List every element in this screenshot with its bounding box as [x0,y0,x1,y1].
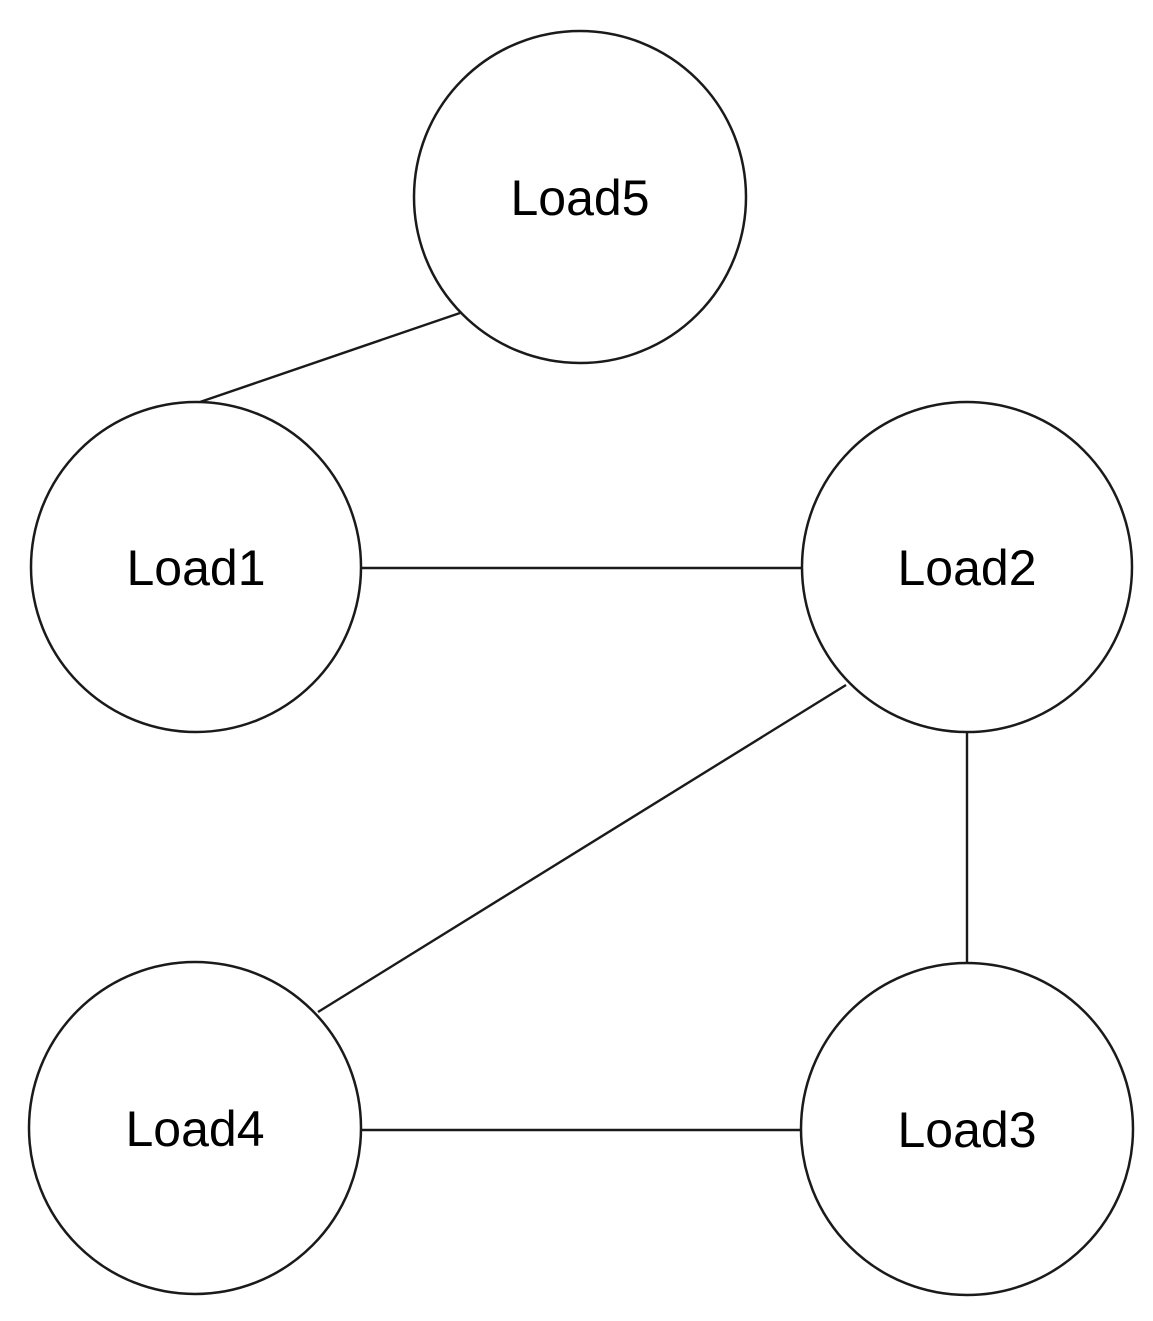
node-label-load5: Load5 [510,170,649,226]
node-load1: Load1 [29,400,363,734]
node-load2: Load2 [800,400,1134,734]
node-load4: Load4 [27,960,363,1296]
node-circle-load3 [799,961,1135,1297]
node-circle-load4 [27,960,363,1296]
node-label-load3: Load3 [897,1102,1036,1158]
node-load3: Load3 [799,961,1135,1297]
node-circle-load2 [800,400,1134,734]
node-label-load2: Load2 [897,540,1036,596]
node-label-load4: Load4 [125,1101,264,1157]
edges-layer [199,311,969,1132]
node-load5: Load5 [412,29,748,365]
node-label-load1: Load1 [126,540,265,596]
edge-load5-load1 [199,311,461,404]
node-circle-load5 [412,29,748,365]
node-circle-load1 [29,400,363,734]
edge-load2-load4 [317,683,847,1014]
